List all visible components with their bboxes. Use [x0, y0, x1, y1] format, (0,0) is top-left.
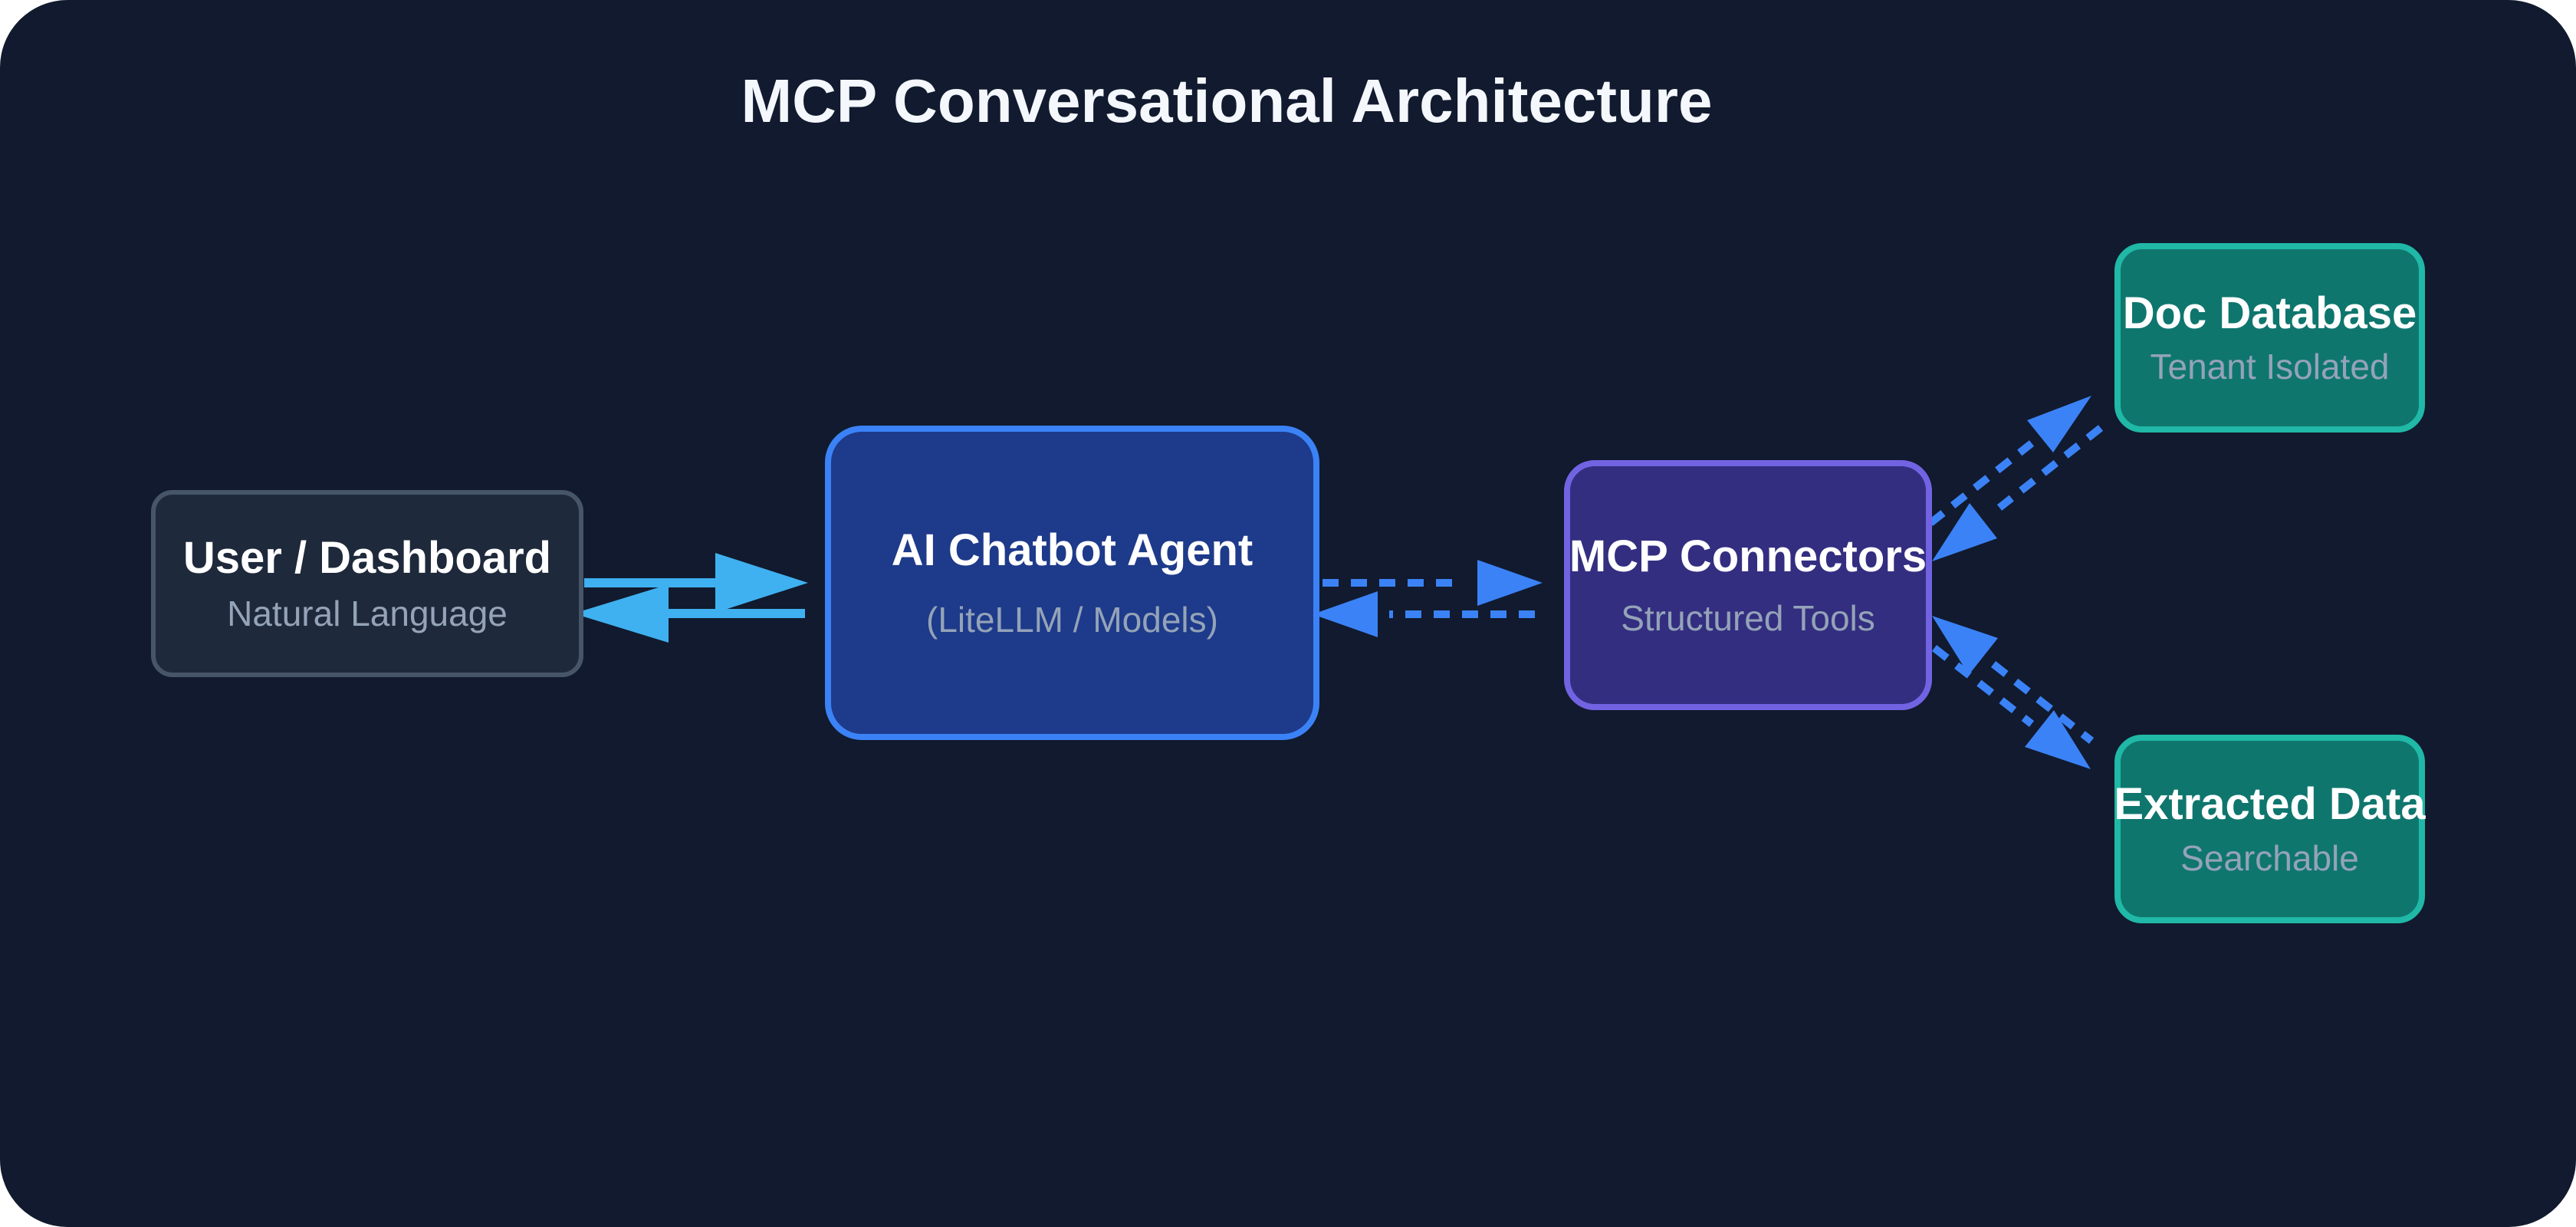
solid-arrow-user-to-ai-icon [584, 553, 808, 613]
arrowhead [1477, 560, 1543, 606]
dashed-line [1931, 645, 2035, 727]
node-user-dashboard-title: User / Dashboard [182, 533, 552, 584]
node-extracted-data: Extracted Data Searchable [2114, 735, 2426, 923]
node-ai-chatbot-agent: AI Chatbot Agent (LiteLLM / Models) [825, 426, 1319, 740]
page-title: MCP Conversational Architecture [741, 67, 1713, 135]
node-user-dashboard: User / Dashboard Natural Language [151, 490, 583, 677]
arrowhead [1932, 616, 1998, 675]
node-extracted-data-subtitle: Searchable [2180, 837, 2359, 878]
node-doc-database-title: Doc Database [2122, 288, 2417, 338]
dashed-line [1927, 440, 2035, 526]
dashed-arrow-mcp-to-doc-icon [1927, 396, 2091, 526]
solid-arrow-ai-to-user-icon [573, 584, 805, 643]
dashed-arrow-extracted-to-mcp-icon [1932, 616, 2095, 744]
node-mcp-connectors-subtitle: Structured Tools [1621, 597, 1875, 638]
dashed-line [1990, 661, 2095, 744]
node-user-dashboard-subtitle: Natural Language [227, 593, 508, 633]
node-ai-chatbot-agent-subtitle: (LiteLLM / Models) [926, 599, 1218, 640]
arrowhead [1932, 503, 1997, 561]
node-doc-database: Doc Database Tenant Isolated [2114, 243, 2425, 433]
dashed-line [1996, 425, 2104, 511]
node-mcp-connectors-title: MCP Connectors [1569, 531, 1927, 582]
dashed-arrow-mcp-to-ai-icon [1313, 591, 1535, 637]
node-ai-chatbot-agent-title: AI Chatbot Agent [891, 525, 1254, 576]
dashed-arrow-ai-to-mcp-icon [1322, 560, 1543, 606]
dashed-arrow-doc-to-mcp-icon [1932, 425, 2104, 561]
arrowhead [2027, 396, 2091, 452]
dashed-arrow-mcp-to-extracted-icon [1931, 645, 2091, 769]
node-extracted-data-title: Extracted Data [2114, 779, 2426, 830]
arrowhead [1313, 591, 1378, 637]
arrowhead [2025, 710, 2091, 769]
node-doc-database-subtitle: Tenant Isolated [2150, 347, 2390, 387]
node-mcp-connectors: MCP Connectors Structured Tools [1564, 460, 1932, 710]
